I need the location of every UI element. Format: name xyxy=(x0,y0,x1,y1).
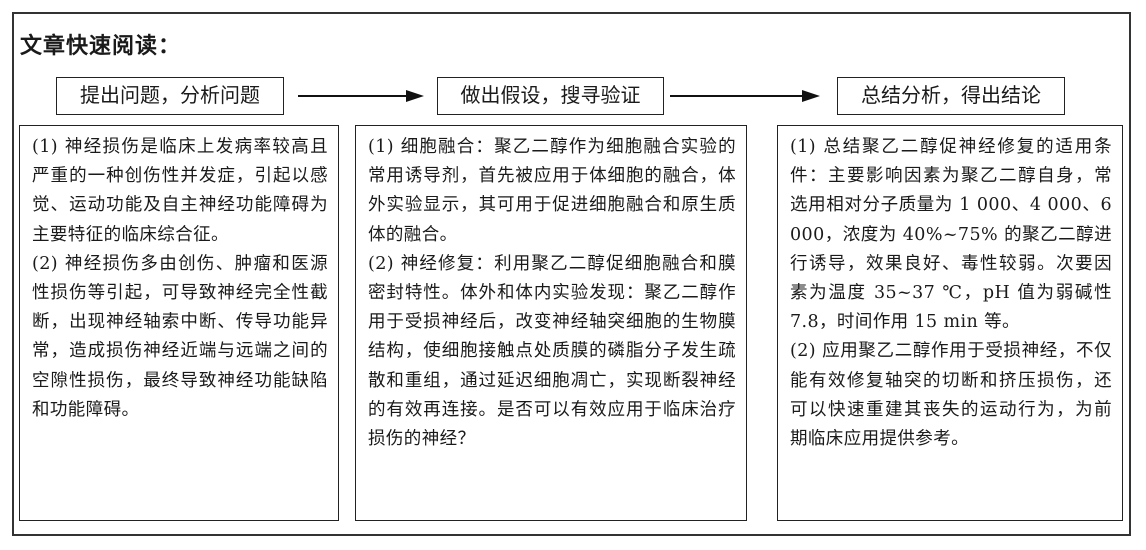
content-box-question: (1) 神经损伤是临床上发病率较高且严重的一种创伤性并发症，引起以感觉、运动功能… xyxy=(19,125,339,521)
paragraph: (2) 神经修复：利用聚乙二醇促细胞融合和膜密封特性。体外和体内实验发现：聚乙二… xyxy=(368,253,736,450)
stage-box-hypothesis: 做出假设，搜寻验证 xyxy=(437,77,664,115)
paragraph: (1) 总结聚乙二醇促神经修复的适用条件：主要影响因素为聚乙二醇自身，常选用相对… xyxy=(790,137,1112,333)
paragraph: (2) 应用聚乙二醇作用于受损神经，不仅能有效修复轴突的切断和挤压损伤，还可以快… xyxy=(790,341,1112,450)
paragraph: (2) 神经损伤多由创伤、肿瘤和医源性损伤等引起，可导致神经完全性截断，出现神经… xyxy=(32,253,328,420)
arrow-right-icon xyxy=(670,90,820,102)
content-box-conclusion: (1) 总结聚乙二醇促神经修复的适用条件：主要影响因素为聚乙二醇自身，常选用相对… xyxy=(777,125,1123,521)
stage-box-question: 提出问题，分析问题 xyxy=(56,77,284,115)
paragraph: (1) 神经损伤是临床上发病率较高且严重的一种创伤性并发症，引起以感觉、运动功能… xyxy=(32,137,328,245)
page-title: 文章快速阅读： xyxy=(20,34,182,59)
arrow-right-icon xyxy=(298,90,424,102)
content-box-hypothesis: (1) 细胞融合：聚乙二醇作为细胞融合实验的常用诱导剂，首先被应用于体细胞的融合… xyxy=(355,125,747,521)
paragraph: (1) 细胞融合：聚乙二醇作为细胞融合实验的常用诱导剂，首先被应用于体细胞的融合… xyxy=(368,137,736,245)
stage-box-conclusion: 总结分析，得出结论 xyxy=(837,77,1065,115)
outer-frame xyxy=(12,12,1131,536)
